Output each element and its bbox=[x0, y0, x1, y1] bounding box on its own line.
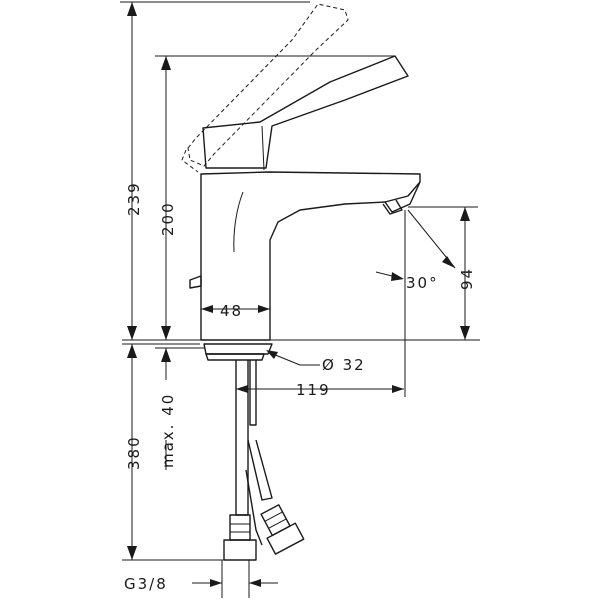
dim-total-height: 239 bbox=[120, 1, 310, 340]
dim-spout-height: 200 bbox=[155, 55, 395, 340]
dim-outlet-height: 94 bbox=[408, 206, 478, 340]
dim-angle-label: 30° bbox=[406, 274, 439, 292]
dim-projection-label: 119 bbox=[296, 381, 331, 399]
dim-body-width: 48 bbox=[201, 302, 270, 320]
dim-outlet-height-label: 94 bbox=[458, 267, 476, 290]
raised-lever-ghost bbox=[181, 3, 349, 173]
dim-connection: G3/8 bbox=[124, 560, 278, 598]
dim-hose-length-label: 380 bbox=[125, 435, 143, 470]
faucet-base bbox=[203, 343, 273, 361]
supply-hoses bbox=[223, 360, 305, 561]
faucet-lever bbox=[202, 55, 409, 171]
dim-base-diameter-label: Ø 32 bbox=[322, 356, 366, 374]
dim-projection: 119 bbox=[236, 381, 404, 399]
dim-base-diameter: Ø 32 bbox=[266, 350, 366, 374]
dim-connection-label: G3/8 bbox=[124, 575, 168, 593]
dim-angle: 30° bbox=[375, 209, 456, 397]
drain-knob bbox=[189, 275, 202, 289]
dim-body-width-label: 48 bbox=[220, 302, 243, 320]
dim-max-thickness: max. 40 bbox=[155, 347, 205, 470]
dim-hose-length: 380 bbox=[122, 344, 235, 561]
dim-spout-height-label: 200 bbox=[159, 201, 177, 236]
dim-total-height-label: 239 bbox=[125, 181, 143, 216]
dim-max-thickness-label: max. 40 bbox=[159, 393, 177, 468]
